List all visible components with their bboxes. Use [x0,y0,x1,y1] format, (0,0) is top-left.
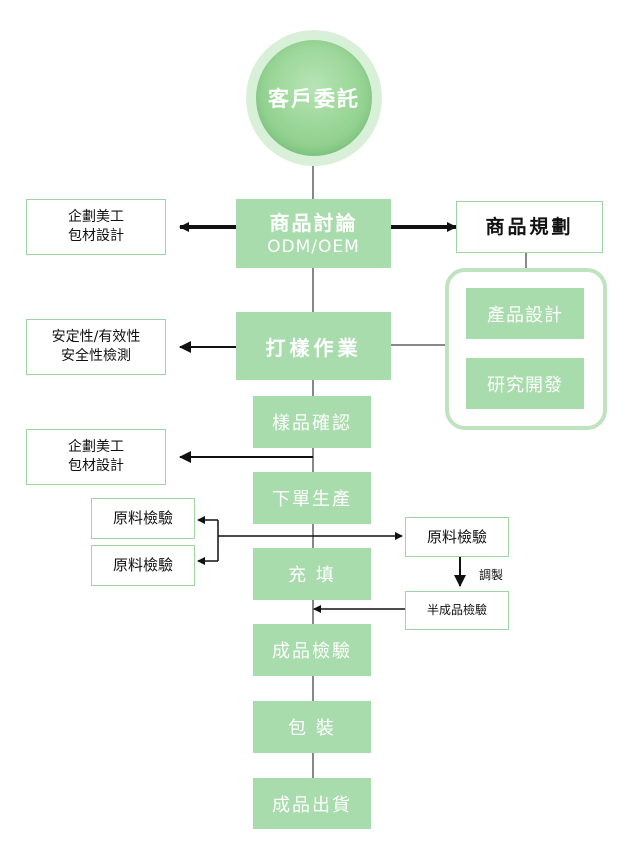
art2-line2: 包材設計 [68,458,124,474]
confirm-node: 樣品確認 [253,396,371,448]
art2-line1: 企劃美工 [68,439,124,455]
client-node: 客戶委託 [246,30,382,166]
art1-line1: 企劃美工 [68,209,124,225]
raw-check-node-3: 原料檢驗 [405,517,509,557]
raw3-label: 原料檢驗 [426,527,487,546]
semi-check-node: 半成品檢驗 [405,591,509,630]
design-node: 產品設計 [466,288,584,339]
art-node-2: 企劃美工 包材設計 [26,429,166,485]
raw-check-node-2: 原料檢驗 [91,545,195,586]
order-label: 下單生產 [272,489,352,510]
final-check-label: 成品檢驗 [272,641,352,662]
ship-label: 成品出貨 [272,794,352,816]
pack-node: 包 裝 [253,701,371,753]
discuss-node: 商品討論 ODM/OEM [236,199,391,268]
plan-node: 商品規劃 [456,201,603,253]
confirm-label: 樣品確認 [272,413,352,434]
fill-node: 充 填 [253,548,371,600]
fill-label: 充 填 [288,565,336,586]
raw1-label: 原料檢驗 [112,509,173,527]
design-label: 產品設計 [487,304,563,326]
sample-node: 打樣作業 [236,312,391,380]
safety-line1: 安定性/有效性 [51,329,141,345]
art1-line2: 包材設計 [68,228,124,244]
raw2-label: 原料檢驗 [112,556,173,574]
client-label: 客戶委託 [256,40,372,156]
sample-label: 打樣作業 [265,335,362,360]
semi-label: 半成品檢驗 [426,603,487,617]
pack-label: 包 裝 [288,718,336,739]
art-node-1: 企劃美工 包材設計 [26,199,166,255]
research-label: 研究開發 [487,374,563,396]
safety-node: 安定性/有效性 安全性檢測 [26,319,166,375]
discuss-title: 商品討論 [269,210,358,235]
discuss-subtitle: ODM/OEM [267,236,360,257]
mix-label: 調製 [479,568,504,582]
order-node: 下單生產 [253,472,371,524]
plan-label: 商品規劃 [485,215,574,238]
research-node: 研究開發 [466,358,584,409]
raw-check-node-1: 原料檢驗 [91,498,195,539]
ship-node: 成品出貨 [253,778,371,829]
safety-line2: 安全性檢測 [61,348,131,364]
final-check-node: 成品檢驗 [253,624,371,676]
